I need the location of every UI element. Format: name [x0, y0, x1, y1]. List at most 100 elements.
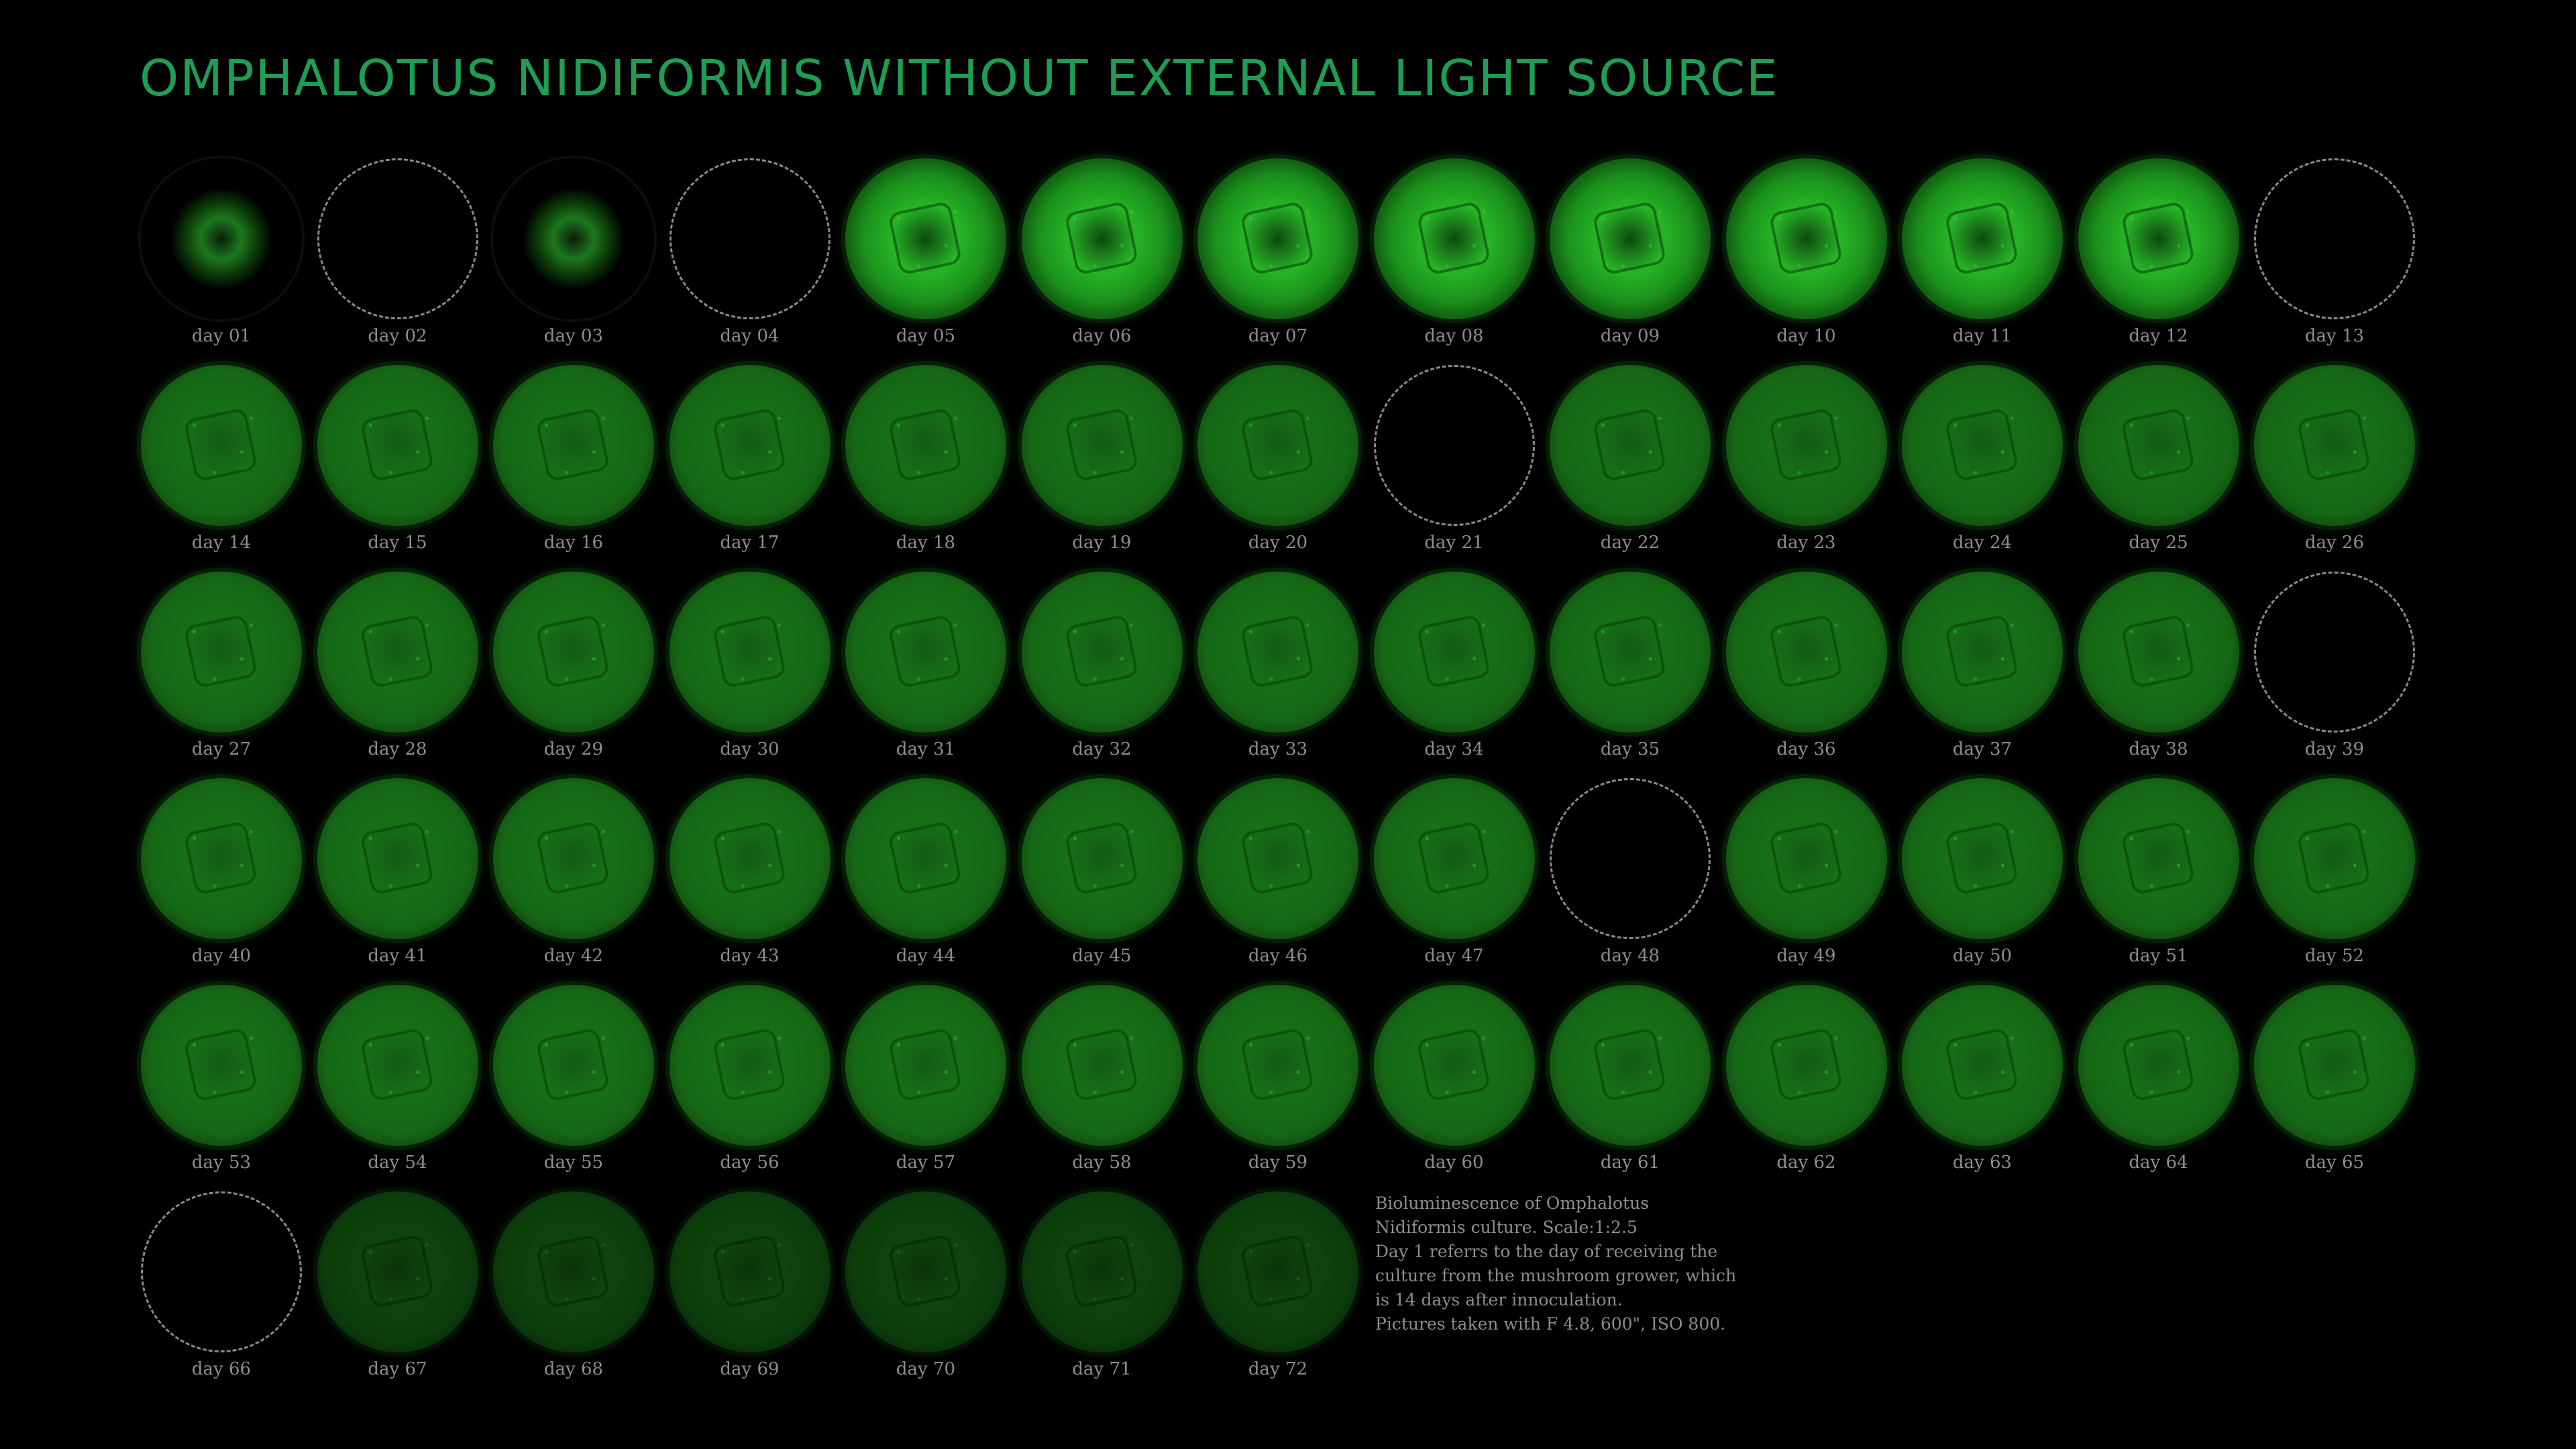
day-label: day 43 — [720, 946, 780, 966]
petri-dish-photo — [2078, 158, 2239, 319]
day-cell: day 23 — [1719, 365, 1894, 566]
day-label: day 28 — [368, 739, 427, 759]
day-cell: day 26 — [2247, 365, 2422, 566]
petri-dish-photo — [1902, 778, 2063, 939]
petri-dish-photo — [2078, 572, 2239, 733]
petri-dish-photo — [2078, 365, 2239, 526]
petri-dish-photo — [1197, 572, 1358, 733]
petri-dish-photo — [669, 365, 830, 526]
day-label: day 56 — [720, 1152, 780, 1173]
day-label: day 61 — [1600, 1152, 1660, 1173]
day-label: day 14 — [191, 533, 252, 553]
day-cell: day 29 — [486, 572, 661, 773]
day-cell: day 60 — [1367, 985, 1542, 1186]
day-cell: day 04 — [663, 158, 837, 360]
petri-dish-photo — [1902, 572, 2063, 733]
day-cell: day 69 — [663, 1191, 837, 1393]
missing-photo-placeholder — [2254, 158, 2415, 319]
day-label: day 36 — [1776, 739, 1836, 759]
day-label: day 01 — [191, 326, 252, 346]
day-label: day 12 — [2129, 326, 2188, 346]
day-label: day 72 — [1248, 1359, 1308, 1379]
day-cell: day 63 — [1895, 985, 2070, 1186]
day-cell: day 15 — [311, 365, 485, 566]
day-cell: day 56 — [663, 985, 837, 1186]
day-cell: day 42 — [486, 778, 661, 979]
day-cell: day 02 — [311, 158, 485, 360]
day-label: day 66 — [191, 1359, 252, 1379]
day-cell: day 25 — [2072, 365, 2246, 566]
day-label: day 05 — [896, 326, 956, 346]
day-cell: day 43 — [663, 778, 837, 979]
petri-dish-photo — [1021, 365, 1183, 526]
day-cell: day 70 — [839, 1191, 1013, 1393]
caption-line: is 14 days after innoculation. — [1375, 1290, 1623, 1309]
petri-dish-photo — [1373, 985, 1535, 1146]
page-title: OMPHALOTUS NIDIFORMIS WITHOUT EXTERNAL L… — [140, 50, 1779, 107]
day-cell: day 33 — [1191, 572, 1365, 773]
petri-dish-photo — [141, 365, 302, 526]
petri-dish-photo — [1725, 985, 1887, 1146]
missing-photo-placeholder — [669, 158, 830, 319]
day-cell: day 67 — [311, 1191, 485, 1393]
day-cell: day 22 — [1543, 365, 1717, 566]
day-cell: day 45 — [1015, 778, 1189, 979]
day-cell: day 58 — [1015, 985, 1189, 1186]
day-cell: day 35 — [1543, 572, 1717, 773]
day-label: day 20 — [1248, 533, 1308, 553]
day-cell: day 62 — [1719, 985, 1894, 1186]
day-label: day 10 — [1776, 326, 1836, 346]
day-label: day 37 — [1952, 739, 2012, 759]
day-cell: day 03 — [486, 158, 661, 360]
petri-dish-photo — [2254, 985, 2415, 1146]
petri-dish-photo — [1725, 365, 1887, 526]
day-cell: day 07 — [1191, 158, 1365, 360]
petri-dish-photo — [1021, 778, 1183, 939]
day-cell: day 54 — [311, 985, 485, 1186]
petri-dish-photo — [141, 572, 302, 733]
day-label: day 60 — [1424, 1152, 1484, 1173]
day-label: day 18 — [896, 533, 956, 553]
petri-dish-photo — [1021, 572, 1183, 733]
day-label: day 58 — [1072, 1152, 1132, 1173]
day-cell: day 16 — [486, 365, 661, 566]
day-cell: day 57 — [839, 985, 1013, 1186]
day-label: day 34 — [1424, 739, 1484, 759]
day-cell: day 66 — [134, 1191, 309, 1393]
day-label: day 13 — [2304, 326, 2365, 346]
day-label: day 64 — [2129, 1152, 2188, 1173]
day-label: day 32 — [1072, 739, 1132, 759]
petri-dish-photo — [1197, 985, 1358, 1146]
day-cell: day 59 — [1191, 985, 1365, 1186]
petri-dish-photo — [141, 778, 302, 939]
day-cell: day 11 — [1895, 158, 2070, 360]
day-label: day 65 — [2304, 1152, 2365, 1173]
day-label: day 67 — [368, 1359, 427, 1379]
day-label: day 48 — [1600, 946, 1660, 966]
missing-photo-placeholder — [141, 1191, 302, 1352]
day-cell: day 20 — [1191, 365, 1365, 566]
day-label: day 25 — [2129, 533, 2188, 553]
petri-dish-photo — [669, 985, 830, 1146]
missing-photo-placeholder — [1550, 778, 1711, 939]
day-label: day 42 — [543, 946, 604, 966]
day-cell: day 37 — [1895, 572, 2070, 773]
petri-dish-photo — [845, 158, 1006, 319]
petri-dish-photo — [1021, 158, 1183, 319]
day-cell: day 61 — [1543, 985, 1717, 1186]
day-cell: day 65 — [2247, 985, 2422, 1186]
petri-dish-photo — [317, 1191, 478, 1352]
petri-dish-photo — [317, 778, 478, 939]
petri-dish-photo — [141, 158, 302, 319]
day-label: day 50 — [1952, 946, 2012, 966]
day-cell: day 13 — [2247, 158, 2422, 360]
day-cell: day 68 — [486, 1191, 661, 1393]
day-label: day 54 — [368, 1152, 427, 1173]
day-label: day 70 — [896, 1359, 956, 1379]
day-cell: day 40 — [134, 778, 309, 979]
petri-dish-photo — [317, 572, 478, 733]
petri-dish-photo — [493, 572, 654, 733]
petri-dish-photo — [1021, 985, 1183, 1146]
day-label: day 46 — [1248, 946, 1308, 966]
